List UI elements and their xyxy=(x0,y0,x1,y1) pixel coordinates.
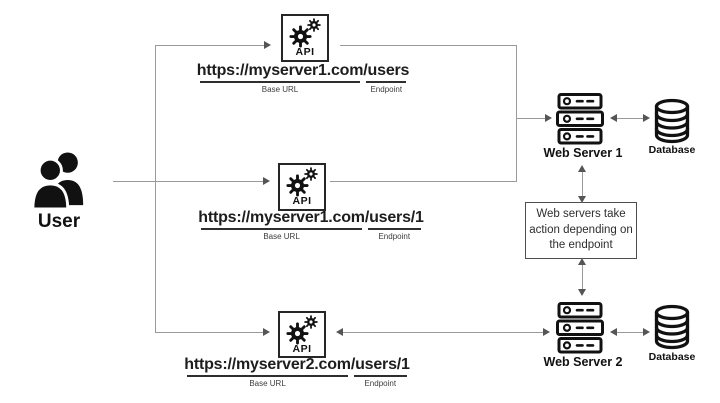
connector-user-to-api2 xyxy=(113,181,263,182)
api-label: API xyxy=(292,195,312,207)
connector-api3-webserver2 xyxy=(343,332,543,333)
api-label: API xyxy=(292,343,312,355)
arrowhead-up-icon xyxy=(578,165,586,172)
base-url-label: Base URL xyxy=(263,231,300,241)
api-box: API xyxy=(278,311,326,358)
connector-elbow-vertical xyxy=(516,45,517,182)
database-icon xyxy=(653,98,691,149)
base-url-text: https://myserver1.com xyxy=(196,62,364,79)
server-icon xyxy=(556,302,604,359)
api-label: API xyxy=(295,46,315,58)
base-url-label: Base URL xyxy=(261,84,299,94)
server-icon xyxy=(556,93,604,150)
underline xyxy=(187,375,348,377)
arrowhead-left-icon xyxy=(336,328,343,336)
base-url-segment: https://myserver1.com Base URL xyxy=(197,62,364,94)
connector-user-to-api1 xyxy=(155,45,264,46)
note-box: Web servers take action depending on the… xyxy=(525,202,637,259)
url-block: https://myserver1.com Base URL /users En… xyxy=(192,62,414,94)
endpoint-text: /users/1 xyxy=(350,356,410,373)
connector-user-branch-vertical xyxy=(155,45,156,333)
base-url-segment: https://myserver2.com Base URL xyxy=(184,356,351,388)
base-url-label: Base URL xyxy=(249,378,286,388)
endpoint-label: Endpoint xyxy=(378,231,411,241)
user-label: User xyxy=(37,211,81,232)
connector-api2-to-elbow xyxy=(330,181,517,182)
connector-webserver1-note xyxy=(582,172,583,196)
connector-api1-to-elbow xyxy=(340,45,517,46)
endpoint-text: /users/1 xyxy=(364,209,424,226)
underline xyxy=(201,228,362,230)
arrowhead-right-icon xyxy=(543,328,550,336)
url-block: https://myserver2.com Base URL /users/1 … xyxy=(184,356,410,388)
underline xyxy=(199,81,361,83)
endpoint-segment: /users/1 Endpoint xyxy=(351,356,410,388)
arrowhead-right-icon xyxy=(643,114,650,122)
arrowhead-left-icon xyxy=(610,328,617,336)
underline xyxy=(367,228,421,230)
gear-icon xyxy=(286,167,318,197)
endpoint-segment: /users/1 Endpoint xyxy=(365,209,424,241)
connector-to-webserver1 xyxy=(517,118,545,119)
underline xyxy=(353,375,407,377)
arrowhead-right-icon xyxy=(263,177,270,185)
base-url-text: https://myserver1.com xyxy=(198,209,365,226)
base-url-text: https://myserver2.com xyxy=(184,356,351,373)
url-block: https://myserver1.com Base URL /users/1 … xyxy=(198,209,424,241)
underline xyxy=(366,81,407,83)
webserver1-label: Web Server 1 xyxy=(543,146,623,160)
arrowhead-down-icon xyxy=(578,196,586,203)
arrowhead-down-icon xyxy=(578,289,586,296)
connector-note-webserver2 xyxy=(582,265,583,289)
arrowhead-right-icon xyxy=(263,328,270,336)
endpoint-segment: /users Endpoint xyxy=(363,62,409,94)
webserver2-label: Web Server 2 xyxy=(543,355,623,369)
users-icon xyxy=(30,149,88,216)
arrowhead-right-icon xyxy=(643,328,650,336)
endpoint-label: Endpoint xyxy=(370,84,403,94)
connector-webserver2-database xyxy=(617,332,643,333)
arrowhead-left-icon xyxy=(610,114,617,122)
arrowhead-right-icon xyxy=(264,41,271,49)
gear-icon xyxy=(286,315,318,345)
database-icon xyxy=(653,304,691,355)
endpoint-label: Endpoint xyxy=(364,378,397,388)
api-box: API xyxy=(278,163,326,211)
connector-webserver1-database xyxy=(617,118,643,119)
arrowhead-right-icon xyxy=(545,114,552,122)
database2-label: Database xyxy=(648,351,696,363)
arrowhead-up-icon xyxy=(578,258,586,265)
database1-label: Database xyxy=(648,144,696,156)
endpoint-text: /users xyxy=(363,62,410,79)
connector-user-to-api3 xyxy=(155,332,263,333)
gear-icon xyxy=(289,18,321,48)
base-url-segment: https://myserver1.com Base URL xyxy=(198,209,365,241)
api-box: API xyxy=(281,14,329,62)
